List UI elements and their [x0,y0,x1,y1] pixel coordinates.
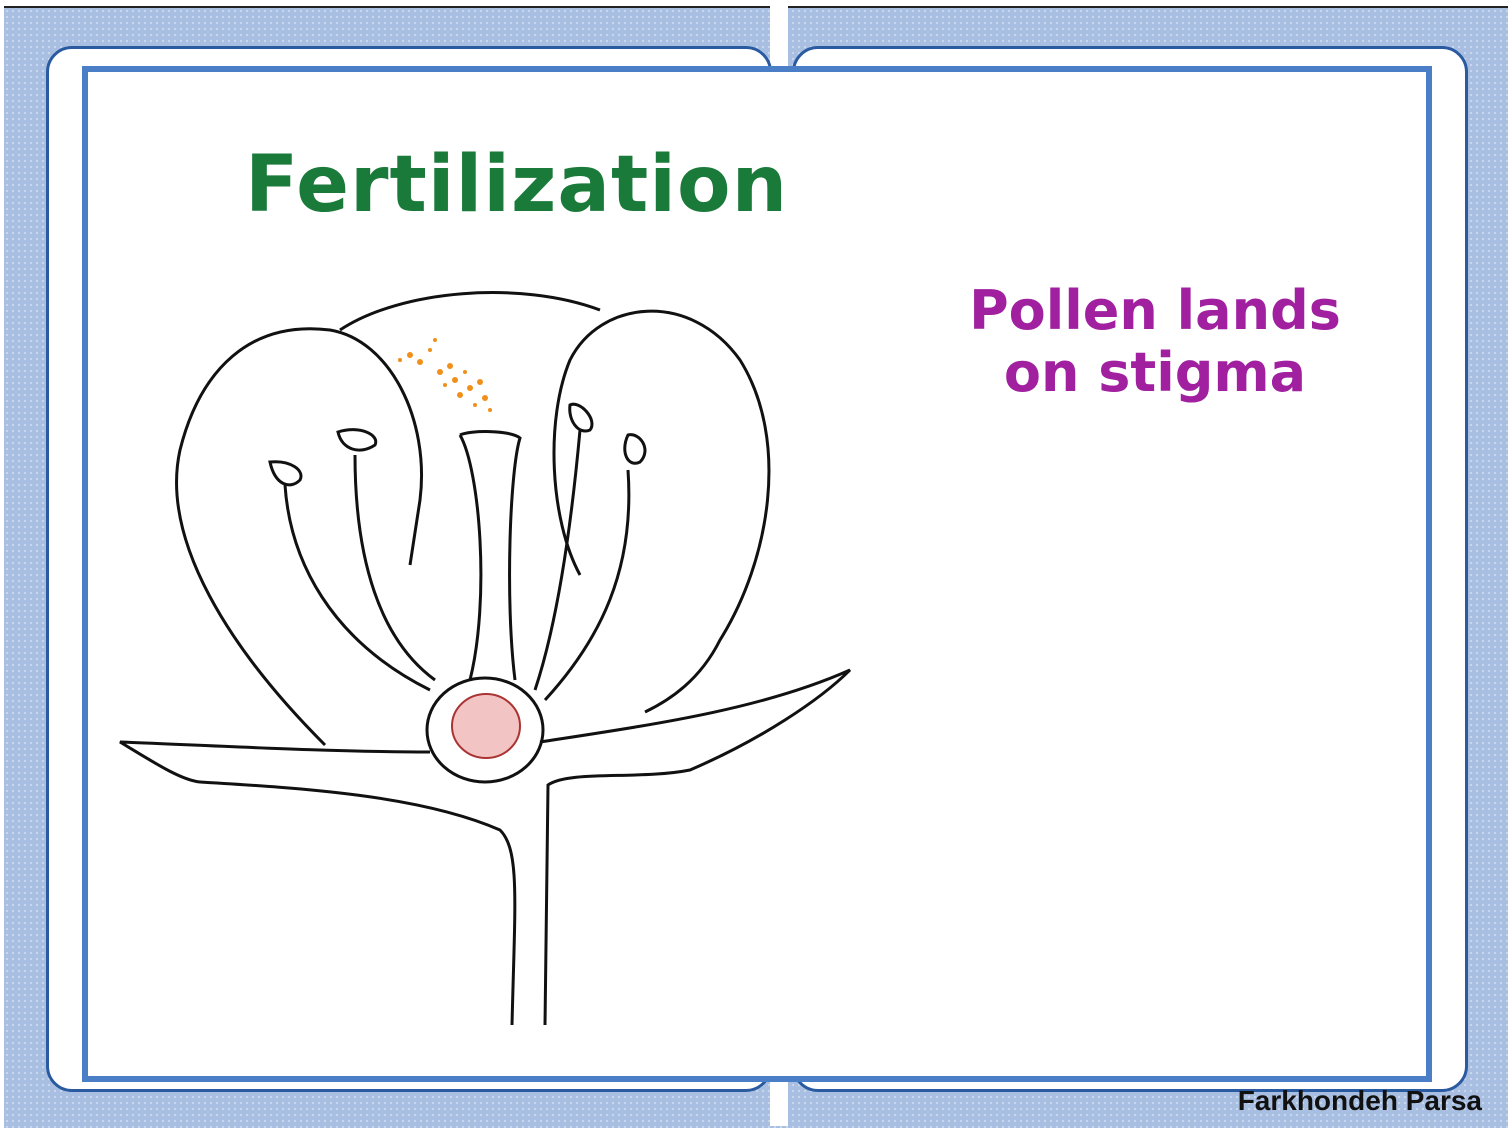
ovule [451,693,521,759]
caption: Pollen lands on stigma [960,280,1350,404]
pollen-grains [398,338,492,412]
ovary-wall [425,676,545,784]
caption-line-2: on stigma [1003,341,1307,404]
sepal-left [119,740,517,1026]
petal-back [339,291,601,332]
sepal-right [539,668,852,1026]
caption-line-1: Pollen lands [969,279,1341,342]
stamen-2 [353,454,436,682]
stamen-4 [543,469,631,702]
petal-right [552,309,771,714]
pistil [458,430,522,681]
stamen-3 [533,429,582,691]
anther-2 [336,428,378,452]
slide-content-area [82,66,1432,1082]
anther-4 [623,433,647,465]
author-credit: Farkhondeh Parsa [1237,1085,1482,1116]
anther-3 [568,402,594,433]
petal-left [175,327,423,747]
slide-title: Fertilization [245,140,789,230]
stamen-1 [283,484,431,692]
anther-1 [268,460,303,487]
